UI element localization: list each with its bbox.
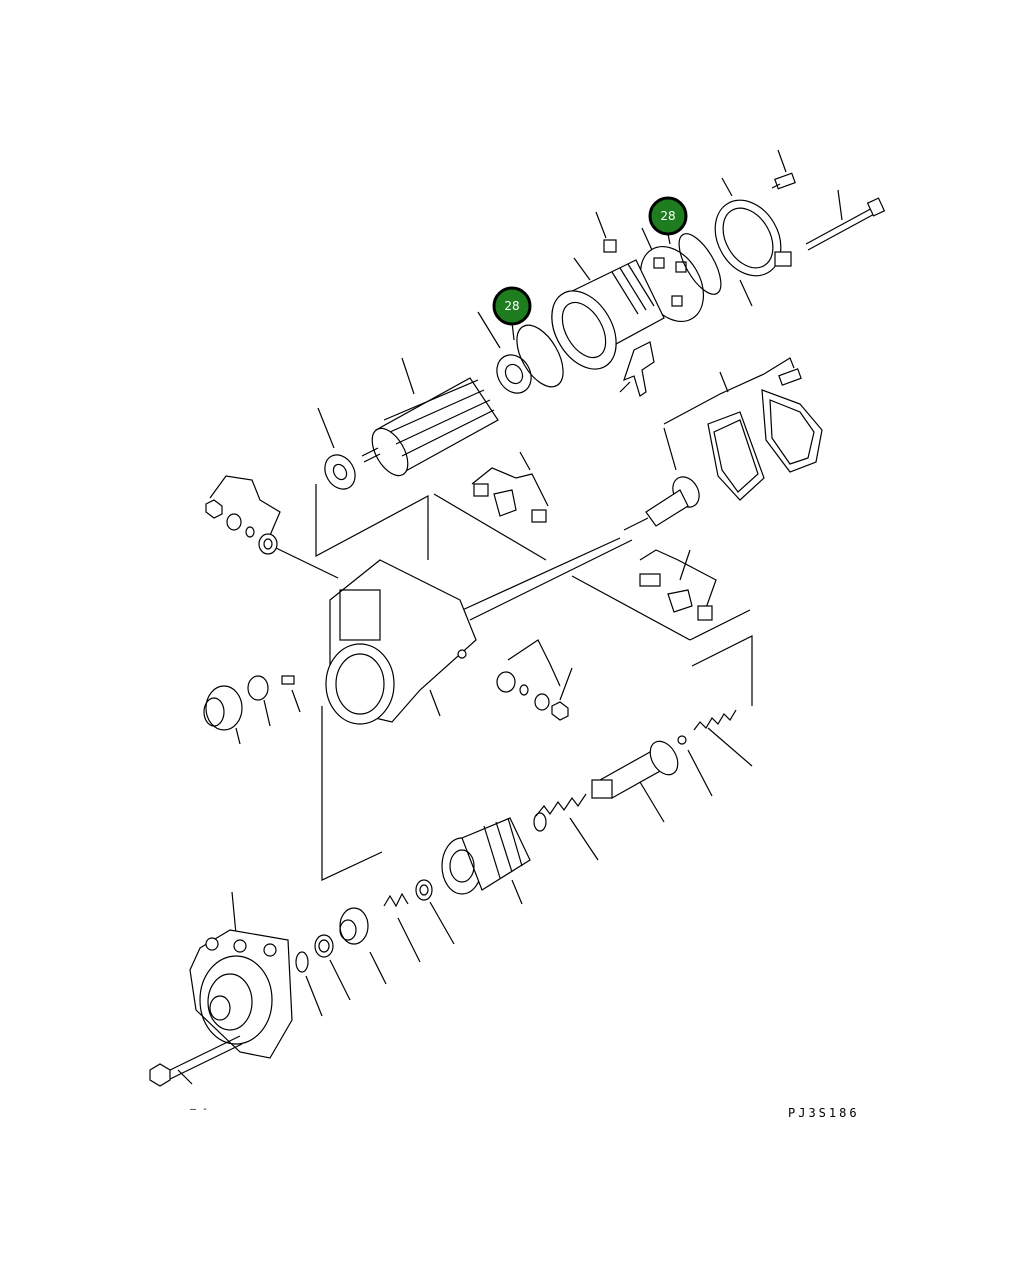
- corner-mark: – -: [190, 1104, 209, 1115]
- key-pin: [281, 675, 301, 713]
- plunger: [623, 427, 700, 531]
- callout-upper-label: 28: [660, 209, 675, 223]
- retainer-lower: [314, 934, 351, 1001]
- snap-ring: [295, 951, 323, 1017]
- yoke-band: [714, 177, 792, 307]
- gear-housing: [325, 537, 751, 725]
- through-bolt: [805, 189, 886, 251]
- bracket-group: [315, 451, 549, 561]
- nut-washer-group-right: [496, 639, 573, 721]
- front-bolt: [149, 1035, 243, 1087]
- return-spring: [533, 793, 599, 861]
- callout-upper-badge[interactable]: 28: [648, 196, 688, 245]
- callout-lower-label: 28: [504, 299, 519, 313]
- callout-lower-badge[interactable]: 28: [492, 286, 532, 341]
- nut-washer-group-left: [205, 475, 339, 579]
- armature: [361, 357, 499, 477]
- yoke-nut: [595, 211, 617, 253]
- clutch-shaft: [591, 740, 679, 823]
- pinion-lower: [339, 907, 387, 985]
- stopper: [247, 675, 271, 727]
- spring-small: [693, 709, 753, 767]
- rear-bearing: [477, 311, 532, 394]
- front-bearing: [317, 407, 356, 490]
- drawing-code: PJ3S186: [788, 1106, 860, 1120]
- spring-lower: [383, 892, 421, 963]
- clutch-assembly: [441, 817, 531, 905]
- gasket-cover: [663, 357, 823, 501]
- front-bracket: [189, 891, 293, 1059]
- pinion-gear: [203, 685, 243, 745]
- steel-ball: [677, 735, 713, 797]
- bracket-lines-lower: [321, 635, 753, 881]
- o-ring-lower: [516, 324, 564, 388]
- terminal-group: [639, 549, 717, 621]
- washer-lower: [415, 879, 455, 945]
- yoke: [551, 257, 665, 370]
- brush-spring: [619, 341, 655, 397]
- top-screw: [771, 149, 796, 190]
